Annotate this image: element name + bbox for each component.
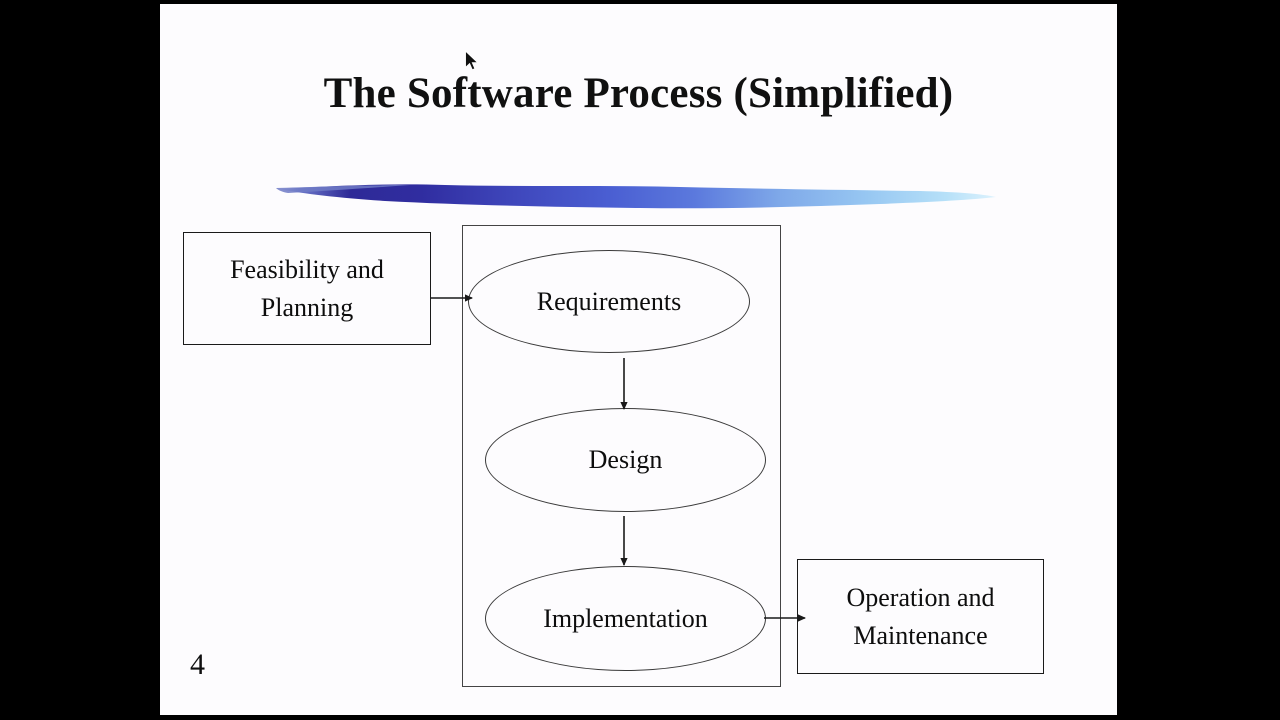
- mouse-pointer-icon: [465, 50, 479, 71]
- slide-page-number: 4: [190, 648, 205, 681]
- node-implementation-label: Implementation: [543, 603, 708, 633]
- node-operation-and-maintenance[interactable]: Operation and Maintenance: [797, 559, 1044, 674]
- node-feasibility-and-planning-label: Feasibility and Planning: [230, 254, 384, 322]
- development-group-box: [462, 225, 781, 687]
- node-requirements[interactable]: Requirements: [468, 250, 750, 353]
- letterbox-band-bottom: [0, 715, 1280, 720]
- node-requirements-label: Requirements: [536, 286, 682, 316]
- page-title: The Software Process (Simplified): [323, 70, 954, 117]
- blue-brush-stroke-icon: [276, 184, 996, 209]
- node-feasibility-and-planning[interactable]: Feasibility and Planning: [183, 232, 431, 345]
- node-operation-and-maintenance-label: Operation and Maintenance: [846, 582, 995, 650]
- presentation-slide: The Software Process (Simplified): [160, 3, 1117, 716]
- letterbox-band-top: [0, 0, 1280, 4]
- node-implementation[interactable]: Implementation: [485, 566, 766, 671]
- node-design-label: Design: [588, 445, 663, 474]
- node-design[interactable]: Design: [485, 408, 766, 512]
